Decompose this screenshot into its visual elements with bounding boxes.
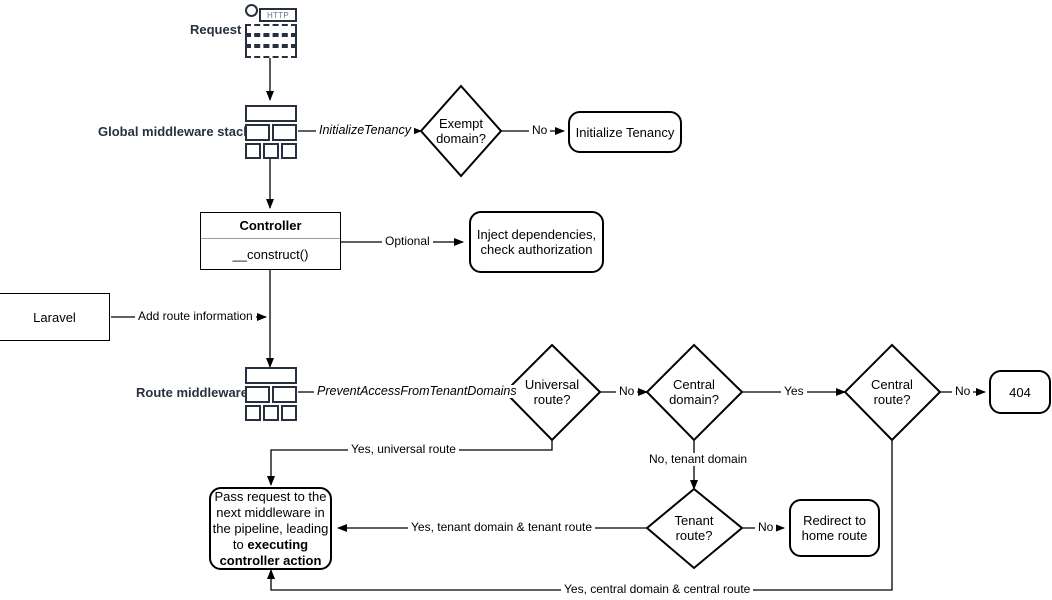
decision-universal-route-line2: route?	[533, 392, 571, 407]
caption-global-middleware-stack: Global middleware stack	[98, 124, 251, 139]
edge-label-prevent-access: PreventAccessFromTenantDomains	[314, 385, 520, 398]
diamond-exempt-domain	[419, 84, 503, 178]
pass-request-line4: to executing	[233, 537, 308, 553]
stack-row2-cell2	[272, 124, 297, 141]
rstack-row1-cell1	[245, 367, 297, 384]
request-row-2	[245, 35, 297, 46]
edge-label-tenant-route-no: No	[755, 521, 777, 534]
node-laravel[interactable]: Laravel	[0, 293, 110, 341]
node-redirect-home[interactable]: Redirect to home route	[789, 499, 880, 557]
edge-label-yes-universal-route: Yes, universal route	[348, 443, 459, 456]
edge-label-initialize-tenancy: InitializeTenancy	[316, 124, 414, 137]
edge-label-central-route-no: No	[952, 385, 974, 398]
edge-label-universal-no: No	[616, 385, 638, 398]
request-row-3	[245, 46, 297, 58]
pass-request-bold1: executing	[247, 536, 309, 552]
decision-central-route-line1: Central	[871, 377, 913, 392]
decision-diamonds	[419, 84, 942, 570]
node-pass-request[interactable]: Pass request to the next middleware in t…	[209, 487, 332, 570]
controller-method: __construct()	[232, 247, 309, 262]
decision-central-route-line2: route?	[873, 392, 911, 407]
http-address-bar: HTTP	[259, 8, 297, 22]
decision-tenant-route[interactable]: Tenant route?	[644, 513, 744, 543]
decision-central-domain-line2: domain?	[669, 392, 719, 407]
node-controller[interactable]: Controller __construct()	[200, 212, 341, 270]
decision-central-domain[interactable]: Central domain?	[644, 377, 744, 407]
node-inject-dependencies[interactable]: Inject dependencies, check authorization	[469, 211, 604, 273]
edge-label-central-domain-yes: Yes	[781, 385, 807, 398]
edge-label-yes-central-domain-central-route: Yes, central domain & central route	[561, 583, 754, 596]
caption-request: Request	[190, 22, 242, 37]
rstack-row3-cell2	[263, 405, 279, 421]
rstack-row3-cell1	[245, 405, 261, 421]
pass-request-line3: the pipeline, leading	[212, 520, 329, 536]
global-middleware-stack-icon	[245, 105, 297, 159]
edge-label-no-tenant-domain: No, tenant domain	[646, 453, 751, 466]
stack-row3-cell1	[245, 143, 261, 159]
stack-row1-cell1	[245, 105, 297, 122]
edge-label-exempt-no: No	[529, 124, 551, 137]
node-404[interactable]: 404	[989, 370, 1051, 414]
decision-universal-route-line1: Universal	[524, 377, 580, 392]
redirect-home-line2: home route	[801, 528, 868, 543]
diamond-tenant-route	[645, 487, 744, 570]
pass-request-line1: Pass request to the	[214, 488, 327, 504]
stack-row3-cell3	[281, 143, 297, 159]
pass-request-bold2: controller action	[219, 552, 322, 568]
controller-title: Controller	[201, 213, 340, 239]
inject-dependencies-line1: Inject dependencies,	[476, 227, 597, 242]
request-dot-icon	[245, 4, 258, 17]
diamond-universal-route	[503, 343, 602, 442]
request-row-1	[245, 24, 297, 35]
edge-label-add-route-information: Add route information	[135, 310, 256, 323]
decision-tenant-route-line2: route?	[675, 528, 713, 543]
rstack-row2-cell2	[272, 386, 297, 403]
decision-central-domain-line1: Central	[673, 377, 715, 392]
stack-row2-cell1	[245, 124, 270, 141]
edge-label-yes-tenant-domain-tenant-route: Yes, tenant domain & tenant route	[408, 521, 596, 534]
decision-tenant-route-line1: Tenant	[674, 513, 714, 528]
inject-dependencies-line2: check authorization	[480, 242, 593, 257]
rstack-row2-cell1	[245, 386, 270, 403]
diamond-central-route	[843, 343, 942, 442]
pass-request-to: to	[232, 536, 248, 552]
rstack-row3-cell3	[281, 405, 297, 421]
decision-exempt-domain-line1: Exempt	[438, 116, 484, 131]
decision-exempt-domain-line2: domain?	[436, 131, 486, 146]
pass-request-line2: next middleware in	[216, 504, 325, 520]
decision-central-route[interactable]: Central route?	[842, 377, 942, 407]
route-middleware-stack-icon	[245, 367, 297, 421]
diamond-central-domain	[645, 343, 744, 442]
request-icon: HTTP	[245, 4, 297, 58]
edge-label-optional: Optional	[382, 235, 433, 248]
node-initialize-tenancy[interactable]: Initialize Tenancy	[568, 111, 682, 153]
decision-exempt-domain[interactable]: Exempt domain?	[411, 116, 511, 146]
redirect-home-line1: Redirect to	[803, 513, 866, 528]
stack-row3-cell2	[263, 143, 279, 159]
decision-universal-route[interactable]: Universal route?	[502, 377, 602, 407]
caption-route-middleware: Route middleware	[136, 385, 248, 400]
